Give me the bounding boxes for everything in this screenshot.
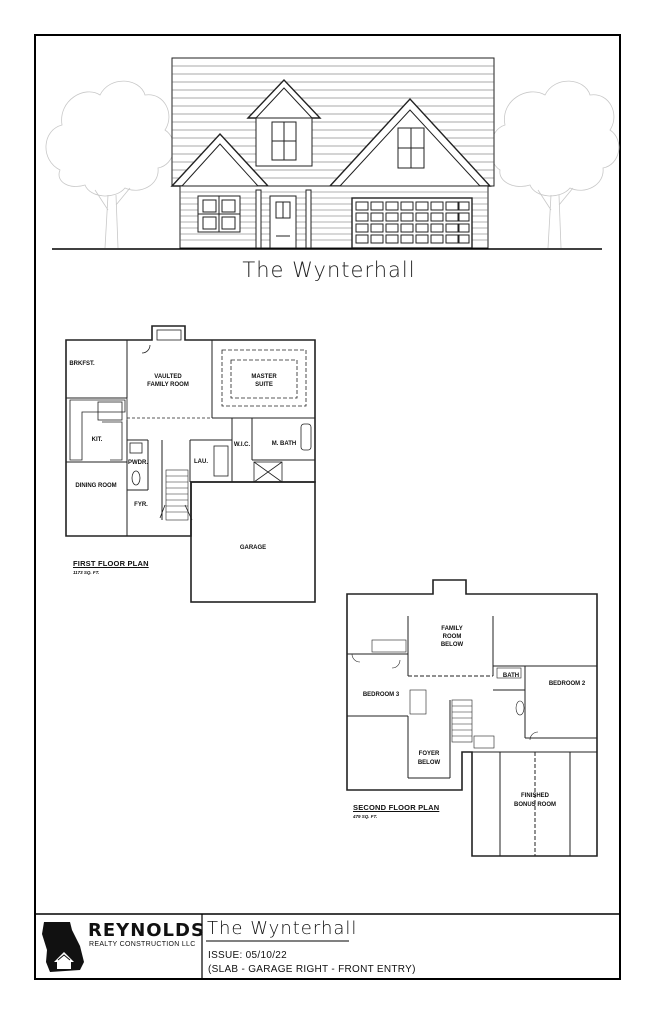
title-block-frame [35,913,621,980]
georgia-logo-icon [42,922,84,972]
company-name: REYNOLDS [88,920,205,941]
room-garage: GARAGE [240,545,266,551]
room-powder: PWDR. [128,460,148,466]
room-family-below-2: ROOM [443,634,462,640]
second-floor-labels: FAMILY ROOM BELOW BATH BEDROOM 2 BEDROOM… [363,626,586,808]
plan-note: (SLAB - GARAGE RIGHT - FRONT ENTRY) [208,964,416,975]
room-master-bath: M. BATH [272,441,297,447]
room-family-below-3: BELOW [441,642,464,648]
room-foyer-below-2: BELOW [418,760,441,766]
house-title: The Wynterhall [242,258,416,282]
second-floor-plan-title: SECOND FLOOR PLAN [353,803,440,812]
room-dining: DINING ROOM [75,483,116,489]
room-bedroom-2: BEDROOM 2 [549,681,586,687]
room-master-line1: MASTER [251,374,277,380]
first-floor-labels: BRKFST. VAULTED FAMILY ROOM MASTER SUITE… [69,361,296,551]
right-tree [489,80,620,249]
room-family-line1: VAULTED [154,374,182,380]
room-kitchen: KIT. [92,437,103,443]
first-floor-plan-title: FIRST FLOOR PLAN [73,559,149,568]
room-family-below-1: FAMILY [441,626,462,632]
room-master-line2: SUITE [255,382,273,388]
second-floor-area: 479 SQ. FT. [353,814,378,819]
company-subtitle: REALTY CONSTRUCTION LLC [89,941,196,948]
second-floor-plan [346,579,598,857]
room-bonus-1: FINISHED [521,793,550,799]
first-floor-plan [65,325,316,603]
issue-date: ISSUE: 05/10/22 [208,950,287,961]
room-bedroom-3: BEDROOM 3 [363,692,400,698]
title-block-house-name: The Wynterhall [207,918,358,939]
room-bonus-2: BONUS ROOM [514,802,556,808]
left-tree [45,80,175,249]
first-floor-area: 1173 SQ. FT. [73,570,100,575]
room-foyer: FYR. [134,502,148,508]
room-foyer-below-1: FOYER [419,751,440,757]
room-family-line2: FAMILY ROOM [147,382,189,388]
room-laundry: LAU. [194,459,208,465]
room-wic: W.I.C. [234,442,251,448]
room-bath: BATH [503,673,519,679]
room-breakfast: BRKFST. [69,361,95,367]
front-elevation [170,57,495,249]
